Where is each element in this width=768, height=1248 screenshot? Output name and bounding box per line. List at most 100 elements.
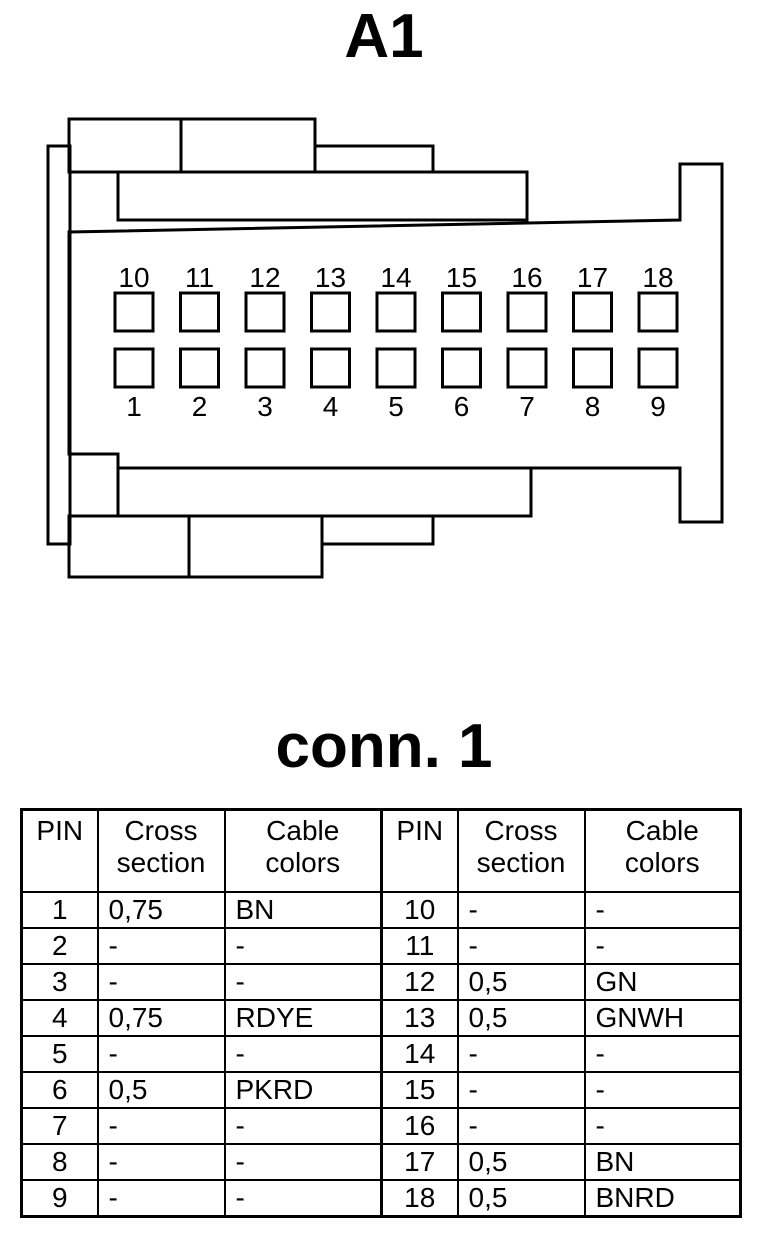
table-row: 5--14-- <box>20 1035 742 1073</box>
pin-label-6: 6 <box>454 391 470 422</box>
pin-label-15: 15 <box>446 262 477 293</box>
table-row: 7--16-- <box>20 1107 742 1145</box>
cable-color-cell: - <box>223 963 383 1001</box>
pin-cavity-4 <box>310 347 351 389</box>
pin-label-16: 16 <box>511 262 542 293</box>
header-line-1: Cross <box>484 815 558 846</box>
pin-cavity-12 <box>244 291 286 333</box>
pin-number-cell: 5 <box>20 1035 99 1073</box>
cross-section-cell: 0,5 <box>456 1143 586 1181</box>
header-line-1: PIN <box>396 815 444 846</box>
cable-color-cell: - <box>583 1107 742 1145</box>
cross-section-cell: 0,5 <box>456 963 586 1001</box>
cable-color-cell: - <box>223 927 383 965</box>
header-line-2: colors <box>624 847 700 878</box>
pin-number-cell: 3 <box>20 963 99 1001</box>
cable-color-cell: - <box>223 1179 383 1218</box>
pin-label-9: 9 <box>650 391 666 422</box>
header-line-2: section <box>476 847 566 878</box>
pin-cavity-13 <box>310 291 351 333</box>
pin-number-cell: 11 <box>380 927 459 965</box>
connector-outer-frame <box>46 144 72 546</box>
table-header-cell: PIN <box>380 808 459 893</box>
cross-section-cell: - <box>96 1179 226 1218</box>
pin-label-3: 3 <box>257 391 273 422</box>
pin-cavity-8 <box>572 347 613 389</box>
pin-number-cell: 14 <box>380 1035 459 1073</box>
cross-section-cell: - <box>96 927 226 965</box>
cable-color-cell: BN <box>223 891 383 929</box>
cable-color-cell: BN <box>583 1143 742 1181</box>
pin-label-13: 13 <box>315 262 346 293</box>
cable-color-cell: RDYE <box>223 999 383 1037</box>
header-line-1: Cable <box>625 815 699 846</box>
cross-section-cell: - <box>456 891 586 929</box>
cross-section-cell: 0,5 <box>456 1179 586 1218</box>
pin-number-cell: 8 <box>20 1143 99 1181</box>
pin-cavity-1 <box>113 347 155 389</box>
pin-number-cell: 1 <box>20 891 99 929</box>
cable-color-cell: BNRD <box>583 1179 742 1218</box>
pin-cavity-9 <box>637 347 679 389</box>
pin-cavity-15 <box>441 291 482 333</box>
connector-bottom-latch-right <box>320 514 435 546</box>
pin-number-cell: 10 <box>380 891 459 929</box>
pin-label-8: 8 <box>585 391 601 422</box>
pin-label-1: 1 <box>126 391 142 422</box>
cross-section-cell: - <box>456 1035 586 1073</box>
pin-number-cell: 13 <box>380 999 459 1037</box>
pin-label-2: 2 <box>192 391 208 422</box>
header-line-1: PIN <box>36 815 84 846</box>
pin-number-cell: 6 <box>20 1071 99 1109</box>
pin-number-cell: 15 <box>380 1071 459 1109</box>
header-line-2: colors <box>265 847 341 878</box>
pin-cavity-5 <box>375 347 417 389</box>
connector-top-shoulder <box>116 170 529 222</box>
pin-label-4: 4 <box>323 391 339 422</box>
pin-cavity-3 <box>244 347 286 389</box>
cable-color-cell: - <box>223 1035 383 1073</box>
cable-color-cell: PKRD <box>223 1071 383 1109</box>
pin-label-14: 14 <box>380 262 411 293</box>
connector-body <box>67 162 724 524</box>
pin-cavity-6 <box>441 347 482 389</box>
pin-cavity-7 <box>506 347 548 389</box>
pin-number-cell: 12 <box>380 963 459 1001</box>
pin-number-cell: 9 <box>20 1179 99 1218</box>
pin-label-5: 5 <box>388 391 404 422</box>
pin-label-10: 10 <box>118 262 149 293</box>
header-line-1: Cross <box>124 815 198 846</box>
cross-section-cell: 0,75 <box>96 999 226 1037</box>
diagram-title: A1 <box>344 2 424 71</box>
connector-bottom-latch-mid <box>187 514 324 579</box>
connector-bottom-shoulder <box>116 466 533 518</box>
cross-section-cell: - <box>456 927 586 965</box>
pin-cavity-16 <box>506 291 548 333</box>
pin-number-cell: 7 <box>20 1107 99 1145</box>
cable-color-cell: - <box>583 1071 742 1109</box>
cross-section-cell: - <box>456 1107 586 1145</box>
pin-number-cell: 2 <box>20 927 99 965</box>
cross-section-cell: - <box>96 1143 226 1181</box>
pin-cavity-17 <box>572 291 613 333</box>
pin-cavity-18 <box>637 291 679 333</box>
pin-number-cell: 16 <box>380 1107 459 1145</box>
cross-section-cell: - <box>96 963 226 1001</box>
table-row: 2--11-- <box>20 927 742 965</box>
cable-color-cell: - <box>583 1035 742 1073</box>
cable-color-cell: - <box>223 1143 383 1181</box>
cable-color-cell: - <box>223 1107 383 1145</box>
table-title: conn. 1 <box>275 712 493 781</box>
pin-cavity-11 <box>179 291 220 333</box>
cross-section-cell: 0,5 <box>456 999 586 1037</box>
